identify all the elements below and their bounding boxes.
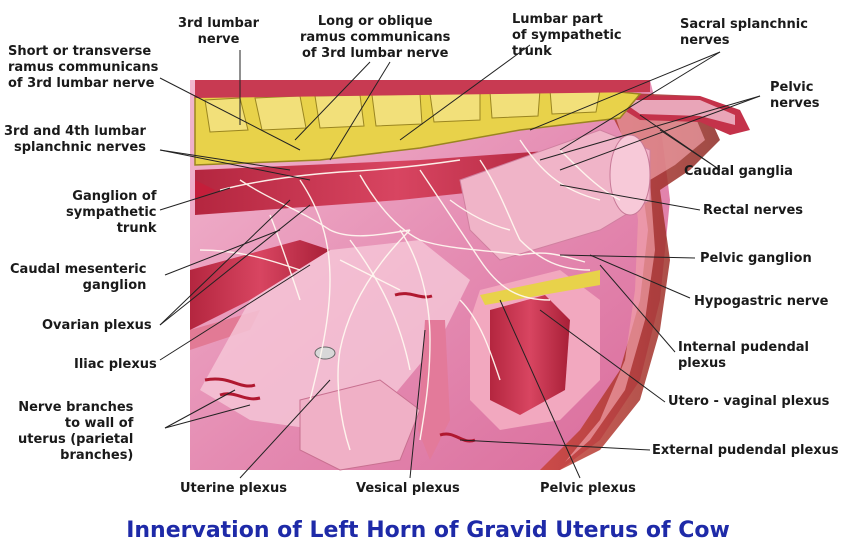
figure-caption: Innervation of Left Horn of Gravid Uteru… [126,518,730,543]
leader-lines [159,44,761,479]
vagina-muscle [470,270,600,430]
label-uterine-plexus: Uterine plexus [180,481,288,496]
uterine-horn [299,320,450,471]
rectum [459,129,651,261]
label-utero-vaginal-plexus: Utero - vaginal plexus [668,394,830,409]
label-hypogastric-nerve: Hypogastric nerve [694,294,829,309]
label-iliac-plexus: Iliac plexus [74,357,157,372]
tail-region [600,95,750,135]
label-caudal-ganglia: Caudal ganglia [684,164,793,179]
broad-ligament [200,240,470,430]
label-pelvic-ganglion: Pelvic ganglion [700,251,812,266]
label-ovarian-plexus: Ovarian plexus [42,318,152,333]
vertebral-column [194,80,650,166]
label-rectal-nerves: Rectal nerves [703,203,804,218]
label-external-pudendal-plexus: External pudendal plexus [652,443,839,458]
nerve-network [199,139,621,451]
label-pelvic-plexus: Pelvic plexus [540,481,636,496]
label-vesical-plexus: Vesical plexus [356,481,460,496]
